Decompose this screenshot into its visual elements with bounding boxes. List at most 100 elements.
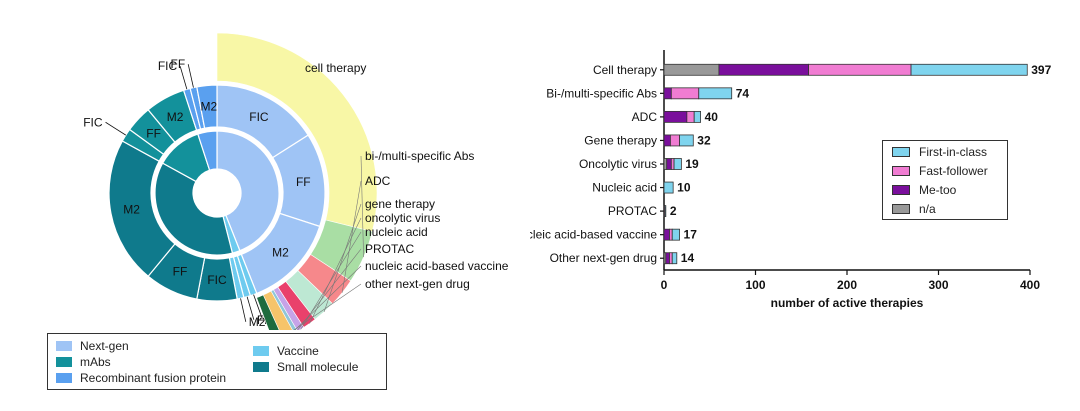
bar-chart-legend: First-in-class Fast-follower Me-too n/a [882,140,1008,220]
legend-label: n/a [919,202,936,216]
bar-segment [698,87,733,100]
sunburst-outer-label: oncolytic virus [365,211,440,225]
bar-segment [663,181,674,194]
legend-label: mAbs [80,355,111,369]
bar-total-label: 10 [677,181,691,195]
bar-segment [665,252,670,265]
x-axis-title: number of active therapies [771,296,924,310]
bar-segment [669,252,673,265]
sunburst-leader-line [293,283,362,330]
sunburst-outer-label: nucleic acid-based vaccine [365,259,509,273]
bar-segment [670,158,675,170]
legend-item-recombinant-fusion-protein: Recombinant fusion protein [56,372,226,385]
legend-swatch [253,346,269,356]
legend-item-fast-follower: Fast-follower [892,165,988,178]
legend-label: Next-gen [80,339,129,353]
bar-segment [663,228,670,241]
sunburst-inner-segment [197,130,218,171]
bar-segment [663,158,668,170]
legend-label: Recombinant fusion protein [80,371,227,385]
y-tick-label: Gene therapy [584,133,657,147]
legend-item-me-too: Me-too [892,184,956,197]
sunburst-leader-line [105,121,127,136]
sunburst-leader-line [309,217,362,324]
sunburst-middle-label: FIC [83,115,103,129]
legend-swatch [892,185,910,195]
sunburst-middle-label: FIC [207,273,227,287]
bar-total-label: 32 [697,133,711,147]
sunburst-middle-label: FIC [158,59,178,73]
bar-total-label: 17 [684,228,698,242]
sunburst-leader-line [179,66,188,90]
bar-total-label: 14 [681,251,695,265]
sunburst-leader-line [294,265,362,330]
sunburst-middle-label: M2 [123,202,140,216]
bar-total-label: 19 [685,157,699,171]
bar-segment [663,134,671,147]
legend-label: Vaccine [277,344,319,358]
legend-item-mabs: mAbs [56,356,111,369]
legend-swatch [892,204,910,214]
sunburst-inner-segment [216,130,280,252]
sunburst-outer-label: gene therapy [365,197,435,211]
bar-segment [718,63,809,76]
sunburst-middle-label: M2 [167,110,184,124]
sunburst-middle-label: FF [146,126,161,140]
sunburst-outer-label: PROTAC [365,242,414,256]
x-tick-label: 400 [1020,278,1040,292]
y-tick-label: Oncolytic virus [579,157,657,171]
bar-segment [673,158,682,170]
x-tick-label: 200 [837,278,857,292]
legend-item-small-molecule: Small molecule [253,361,358,374]
legend-swatch [892,147,910,157]
y-tick-label: Nucleic acid [592,181,657,195]
legend-swatch [892,166,910,176]
bar-segment [670,134,680,147]
bar-segment [671,252,678,265]
bar-segment [664,205,667,218]
legend-label: Fast-follower [919,164,988,178]
sunburst-inner-segment [154,162,234,256]
bar-segment [693,110,702,123]
sunburst-middle-label: M2 [272,246,289,260]
sunburst-middle-label: FF [296,175,311,189]
bar-segment [910,63,1028,76]
legend-item-na: n/a [892,203,936,216]
sunburst-chart: FICFFM2FICFFM2FICFFM2FICFFM2FICFFM2cell … [83,32,509,330]
bar-total-label: 74 [736,86,750,100]
y-tick-label: ADC [632,110,658,124]
legend-label: Small molecule [277,360,359,374]
legend-item-first-in-class: First-in-class [892,146,987,159]
y-tick-label: Cell therapy [593,63,657,77]
sunburst-outer-label: ADC [365,174,391,188]
y-tick-label: Other next-gen drug [550,251,657,265]
sunburst-middle-label: FIC [249,110,269,124]
bar-segment [663,63,720,76]
legend-item-next-gen: Next-gen [56,340,129,353]
sunburst-middle-segment [196,84,218,129]
sunburst-middle-label: M2 [249,315,266,329]
y-tick-label: PROTAC [608,204,657,218]
bar-segment [663,110,688,123]
bar-total-label: 2 [670,204,677,218]
sunburst-outer-label: other next-gen drug [365,277,470,291]
sunburst-legend: Next-gen mAbs Recombinant fusion protein… [47,333,387,390]
sunburst-middle-label: FF [173,265,188,279]
bar-segment [670,87,700,100]
bar-segment [669,228,673,241]
legend-item-vaccine: Vaccine [253,345,319,358]
legend-swatch [56,357,72,367]
bar-segment [686,110,695,123]
bar-segment [808,63,912,76]
sunburst-outer-label: cell therapy [305,61,366,75]
sunburst-leader-line [246,296,255,320]
legend-label: First-in-class [919,145,987,159]
bar-segment [671,228,680,241]
legend-swatch [56,373,72,383]
bar-segment [679,134,694,147]
y-tick-label: Bi-/multi-specific Abs [546,86,657,100]
sunburst-outer-label: nucleic acid [365,225,428,239]
legend-label: Me-too [919,183,957,197]
x-tick-label: 100 [745,278,765,292]
